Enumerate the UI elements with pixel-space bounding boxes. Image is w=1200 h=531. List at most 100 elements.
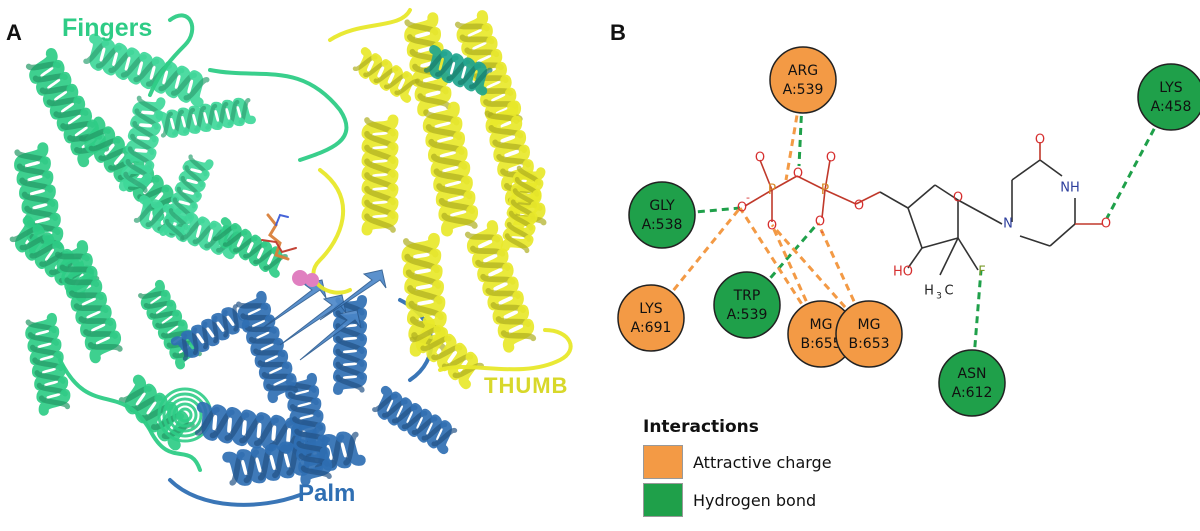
residue-node-mg653: MGB:653 bbox=[835, 300, 903, 368]
ligand-stick bbox=[261, 239, 297, 254]
residue-circle bbox=[628, 181, 696, 249]
residue-circle bbox=[713, 271, 781, 339]
molecule-bond bbox=[824, 189, 857, 205]
molecule-bond bbox=[934, 184, 959, 201]
molecule-bond bbox=[796, 175, 826, 191]
molecule-bond bbox=[907, 207, 923, 249]
palm-loop bbox=[168, 478, 302, 507]
residue-circle bbox=[769, 46, 837, 114]
attractive-charge-line bbox=[816, 222, 871, 335]
nitrogen-atom: N bbox=[1003, 217, 1013, 232]
methyl-carbon: C bbox=[944, 284, 953, 299]
fingers-helix-end bbox=[172, 402, 198, 428]
palm-helix bbox=[372, 385, 458, 455]
molecule-bond bbox=[1019, 235, 1051, 247]
phosphorus-atom: P bbox=[821, 182, 829, 198]
palm-domain bbox=[168, 269, 458, 507]
panel-a-label: A bbox=[6, 20, 22, 45]
oxygen-atom: O bbox=[737, 201, 747, 216]
legend-item-hbond: Hydrogen bond bbox=[643, 483, 832, 517]
molecule-bond bbox=[855, 191, 881, 205]
residue-circle bbox=[1137, 63, 1200, 131]
metal-ion bbox=[305, 273, 319, 287]
residue-name: LYS bbox=[1159, 80, 1182, 96]
residue-chain: A:612 bbox=[952, 385, 993, 401]
residue-circle bbox=[938, 349, 1006, 417]
thumb-loop bbox=[438, 328, 573, 372]
residue-circle bbox=[835, 300, 903, 368]
molecule-bond bbox=[1049, 223, 1076, 247]
ligand-in-active-site bbox=[261, 213, 319, 287]
molecule-bond bbox=[1039, 159, 1063, 177]
oxygen-atom: O bbox=[815, 215, 825, 230]
residue-chain: A:691 bbox=[631, 320, 672, 336]
metal-ion bbox=[292, 270, 308, 286]
molecule-bond bbox=[821, 189, 826, 219]
fluorine-atom: F bbox=[978, 265, 985, 280]
methyl-group: H bbox=[924, 284, 934, 299]
palm-helix bbox=[170, 304, 250, 361]
molecule-bond bbox=[1011, 159, 1041, 181]
fingers-helix bbox=[54, 240, 123, 364]
legend-item-attractive: Attractive charge bbox=[643, 445, 832, 479]
molecule-bond bbox=[824, 159, 831, 191]
thumb-domain bbox=[311, 8, 573, 390]
residue-chain: A:539 bbox=[727, 307, 768, 323]
residue-chain: B:655 bbox=[800, 336, 841, 352]
oxygen-atom: O bbox=[854, 199, 864, 214]
fingers-helix bbox=[155, 97, 256, 138]
charge-sign: - bbox=[746, 191, 750, 204]
residue-node-trp539: TRP A:539 bbox=[713, 271, 781, 339]
residue-circle bbox=[617, 284, 685, 352]
ligand-stick bbox=[266, 213, 290, 261]
fingers-helix-end bbox=[177, 407, 193, 423]
residue-name: ARG bbox=[788, 63, 818, 79]
hydrogen-bond-line bbox=[1105, 96, 1173, 219]
molecule-bond bbox=[939, 237, 959, 276]
thumb-helix bbox=[464, 220, 537, 353]
oxygen-atom: O bbox=[755, 151, 765, 166]
oxygen-atom: O bbox=[767, 219, 777, 234]
thumb-helix bbox=[500, 165, 546, 254]
oxygen-atom: O bbox=[826, 151, 836, 166]
palm-beta-strand bbox=[299, 309, 362, 361]
attractive-legend-label: Attractive charge bbox=[693, 452, 832, 472]
charge-sign: - bbox=[820, 225, 824, 238]
thumb-helix bbox=[422, 101, 478, 237]
fingers-loop bbox=[58, 358, 202, 472]
thumb-loop bbox=[328, 8, 412, 42]
residue-chain: A:538 bbox=[642, 217, 683, 233]
legend: Interactions Attractive charge Hydrogen … bbox=[643, 417, 832, 521]
residue-name: TRP bbox=[733, 288, 761, 304]
residue-chain: B:653 bbox=[848, 336, 889, 352]
fingers-loop bbox=[148, 13, 195, 97]
protein-structure-illustration bbox=[9, 8, 573, 507]
molecule-bond bbox=[907, 247, 923, 269]
molecule-bond bbox=[957, 199, 1003, 225]
thumb-helix bbox=[361, 114, 399, 236]
fingers-helix bbox=[159, 154, 214, 241]
thumb-label: THUMB bbox=[484, 373, 569, 398]
fingers-helix bbox=[25, 312, 71, 416]
methyl-subscript: 3 bbox=[936, 292, 942, 302]
thumb-helix bbox=[352, 47, 420, 103]
fingers-loop bbox=[208, 68, 349, 162]
molecule-bond bbox=[921, 237, 959, 249]
oxygen-atom: O bbox=[1035, 133, 1045, 148]
thumb-helix bbox=[404, 12, 452, 117]
molecule-bond bbox=[744, 189, 773, 207]
residue-name: GLY bbox=[649, 198, 675, 214]
nitrogen-atom: NH bbox=[1060, 181, 1080, 196]
residue-node-gly538: GLY A:538 bbox=[628, 181, 696, 249]
legend-title: Interactions bbox=[643, 417, 759, 437]
ligand-stick bbox=[275, 213, 289, 226]
fingers-label: Fingers bbox=[62, 14, 153, 42]
molecule-bond bbox=[907, 184, 936, 209]
hbond-swatch bbox=[643, 483, 683, 517]
